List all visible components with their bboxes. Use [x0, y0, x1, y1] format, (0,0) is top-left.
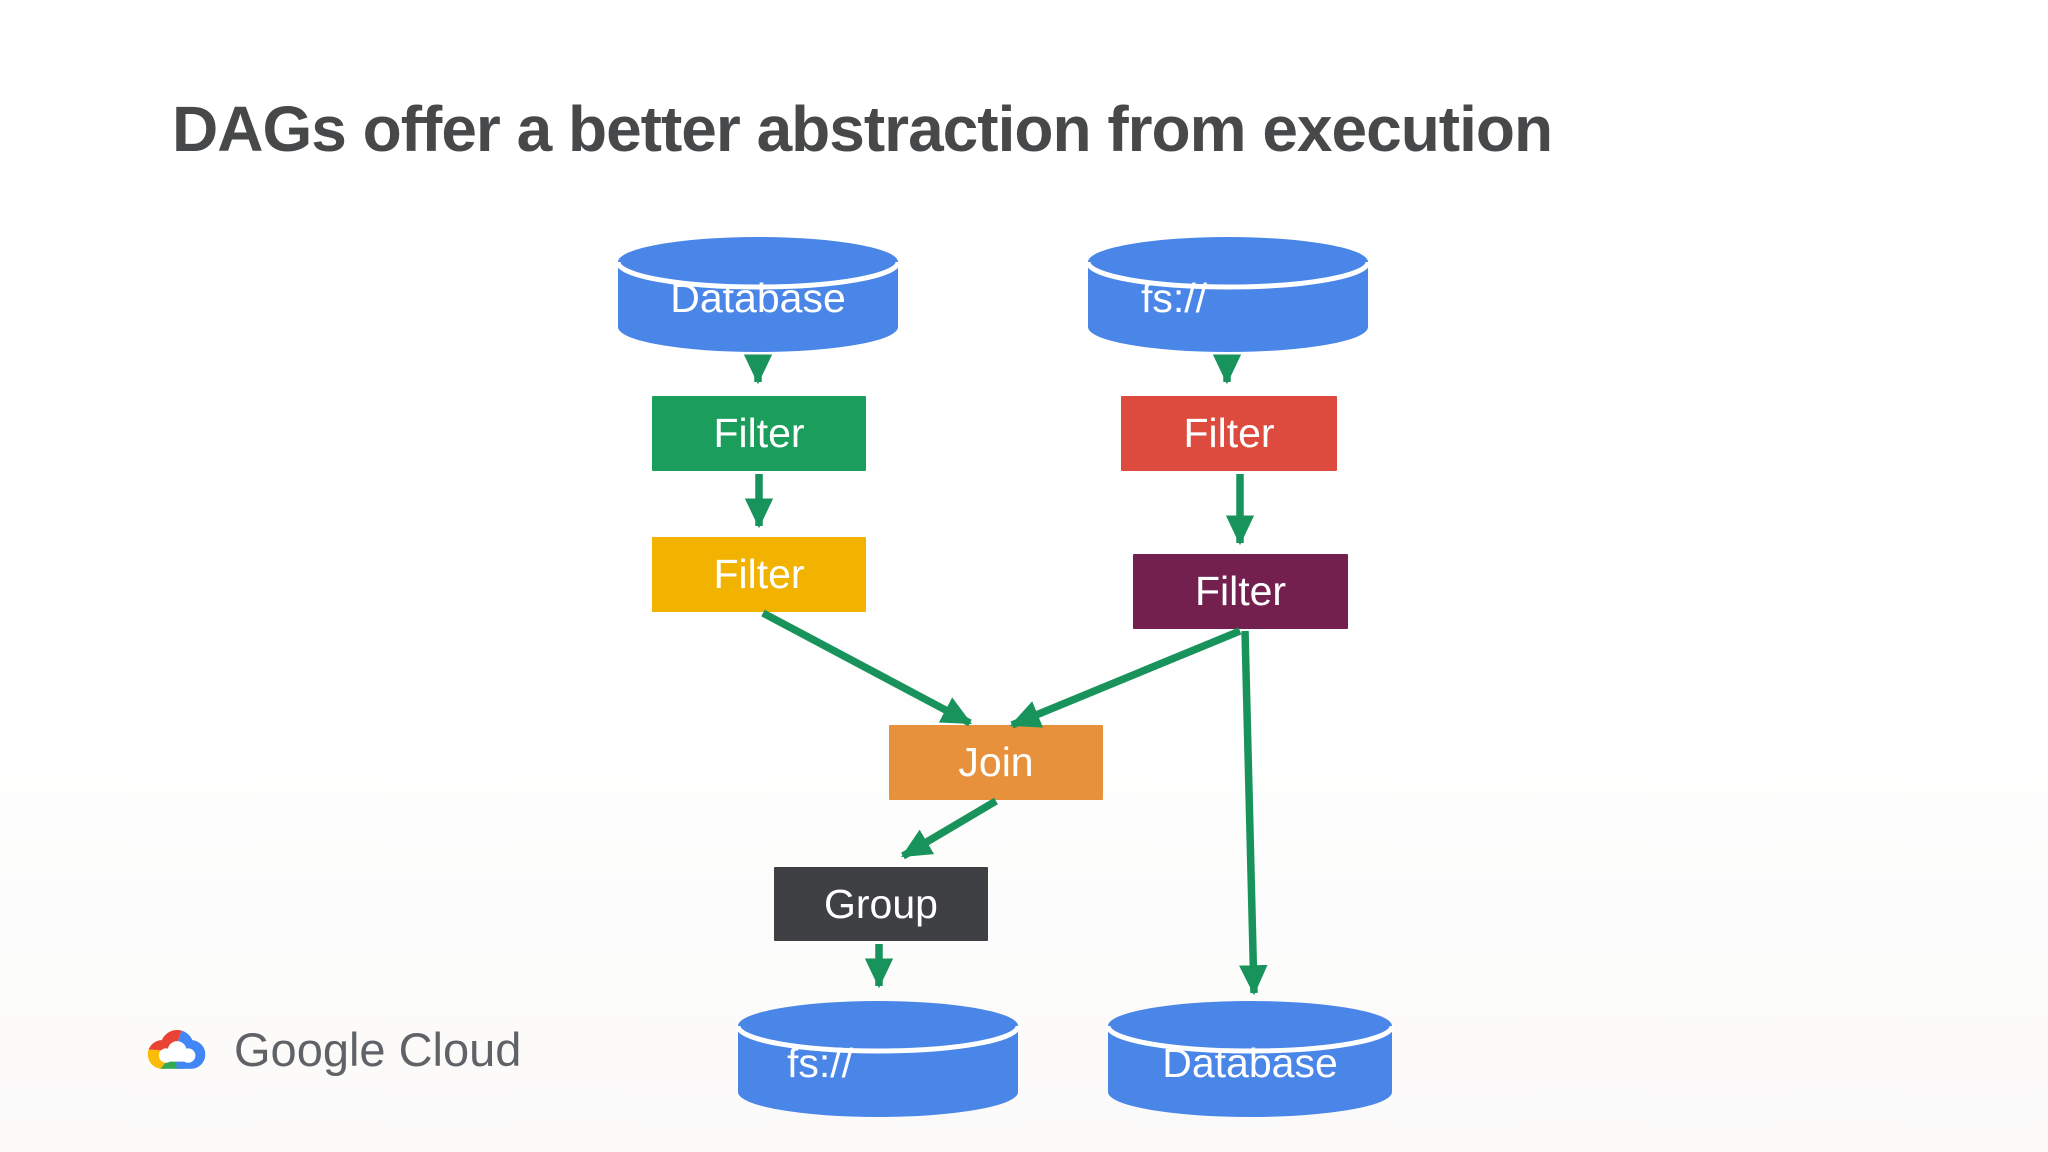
- node-label: Filter: [1194, 568, 1287, 614]
- node-filter-yellow: Filter: [652, 537, 866, 612]
- node-label: Filter: [713, 551, 805, 597]
- cylinder-icon: Database: [615, 237, 901, 352]
- node-label: Database: [1162, 1040, 1338, 1086]
- node-label: fs://: [787, 1040, 854, 1086]
- node-label: Database: [670, 275, 846, 321]
- cylinder-icon: fs://: [735, 1001, 1021, 1117]
- node-group: Group: [774, 867, 988, 941]
- node-label: Filter: [713, 410, 805, 456]
- cylinder-icon: fs://: [1085, 237, 1371, 352]
- node-fs-sink: fs://: [735, 1000, 1021, 1118]
- node-database-source: Database: [615, 236, 901, 353]
- node-label: Join: [958, 739, 1034, 785]
- edge-filteryellow-join: [761, 609, 972, 727]
- node-join: Join: [889, 725, 1103, 800]
- node-label: Filter: [1183, 410, 1275, 456]
- brand-wordmark: Google Cloud: [234, 1023, 522, 1076]
- node-label: fs://: [1141, 275, 1208, 321]
- node-fs-source: fs://: [1085, 236, 1371, 353]
- node-filter-red: Filter: [1121, 396, 1337, 471]
- node-label: Group: [824, 880, 938, 927]
- cylinder-icon: Database: [1105, 1001, 1395, 1117]
- node-filter-green: Filter: [652, 396, 866, 471]
- edge-filterpurple-join: [1009, 627, 1242, 729]
- google-cloud-logo: Google Cloud: [140, 1022, 521, 1077]
- node-filter-purple: Filter: [1133, 554, 1348, 629]
- edge-filterpurple-dbbottom: [1239, 630, 1268, 996]
- page-title: DAGs offer a better abstraction from exe…: [172, 93, 1553, 165]
- edge-join-group: [901, 797, 998, 860]
- node-database-sink: Database: [1105, 1000, 1395, 1118]
- google-cloud-icon: [147, 1029, 206, 1069]
